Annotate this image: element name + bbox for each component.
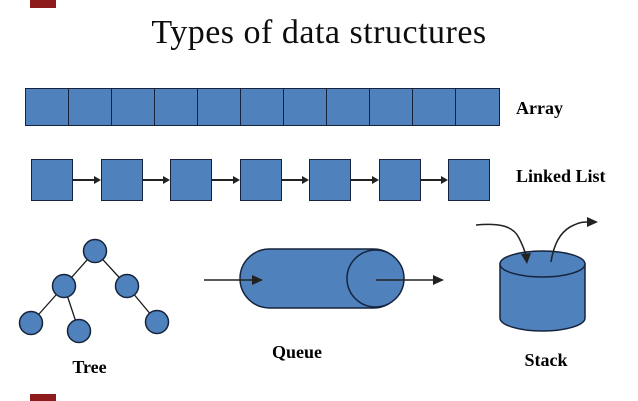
tree-diagram: [18, 238, 170, 344]
arrow-line: [281, 179, 302, 181]
linked-list-node: [31, 159, 73, 201]
queue-label: Queue: [271, 342, 322, 362]
tree-node: [144, 309, 170, 335]
linked-list-arrow: [281, 176, 309, 184]
array-cell: [327, 89, 370, 125]
arrow-line: [73, 179, 94, 181]
tree-node: [114, 273, 140, 299]
arrow-head-icon: [232, 176, 240, 184]
linked-list-node: [378, 159, 421, 201]
red-accent-top: [30, 0, 56, 8]
tree-label: Tree: [72, 357, 107, 377]
tree-node: [66, 318, 92, 344]
arrow-line: [420, 179, 441, 181]
arrow-head-icon: [371, 176, 379, 184]
queue-out-arrowhead: [433, 275, 444, 285]
stack-push-arrow: [475, 223, 527, 257]
stack-diagram: [475, 217, 598, 332]
linked-list-row: [31, 159, 490, 201]
arrow-line: [212, 179, 233, 181]
stack-pop-arrow: [550, 221, 589, 263]
array-cell: [370, 89, 413, 125]
arrow-head-icon: [441, 176, 448, 184]
page-title: Types of data structures: [151, 14, 487, 51]
linked-list-label: Linked List: [516, 166, 606, 186]
linked-list-arrow: [142, 176, 170, 184]
linked-list-arrow: [351, 176, 379, 184]
queue-front-face: [346, 249, 405, 308]
array-cell: [198, 89, 241, 125]
stack-label: Stack: [524, 350, 568, 370]
linked-list-node: [309, 159, 351, 201]
queue-diagram: [204, 248, 444, 309]
tree-node: [51, 273, 77, 299]
array-cell: [456, 89, 499, 125]
linked-list-node: [448, 159, 490, 201]
array-cell: [155, 89, 198, 125]
linked-list-arrow: [212, 176, 240, 184]
tree-node: [18, 310, 44, 336]
linked-list-node: [239, 159, 282, 201]
stack-pop-arrowhead: [587, 217, 598, 227]
linked-list-arrow: [420, 176, 448, 184]
linked-list-arrow: [73, 176, 101, 184]
array-row: [25, 88, 500, 126]
array-cell: [112, 89, 155, 125]
array-cell: [26, 89, 69, 125]
arrow-line: [142, 179, 163, 181]
array-cell: [413, 89, 456, 125]
arrow-head-icon: [163, 176, 170, 184]
stack-top-face: [499, 250, 586, 278]
red-accent-bottom: [30, 394, 56, 401]
arrow-head-icon: [302, 176, 309, 184]
arrow-head-icon: [93, 176, 101, 184]
tree-node: [82, 238, 108, 264]
array-cell: [69, 89, 112, 125]
array-cell: [241, 89, 284, 125]
array-label: Array: [516, 98, 563, 118]
arrow-line: [351, 179, 372, 181]
array-cell: [284, 89, 327, 125]
queue-in-arrowhead: [252, 275, 263, 285]
stack-body: [499, 263, 586, 332]
linked-list-node: [100, 159, 143, 201]
linked-list-node: [170, 159, 212, 201]
stack-push-arrowhead: [521, 253, 531, 264]
